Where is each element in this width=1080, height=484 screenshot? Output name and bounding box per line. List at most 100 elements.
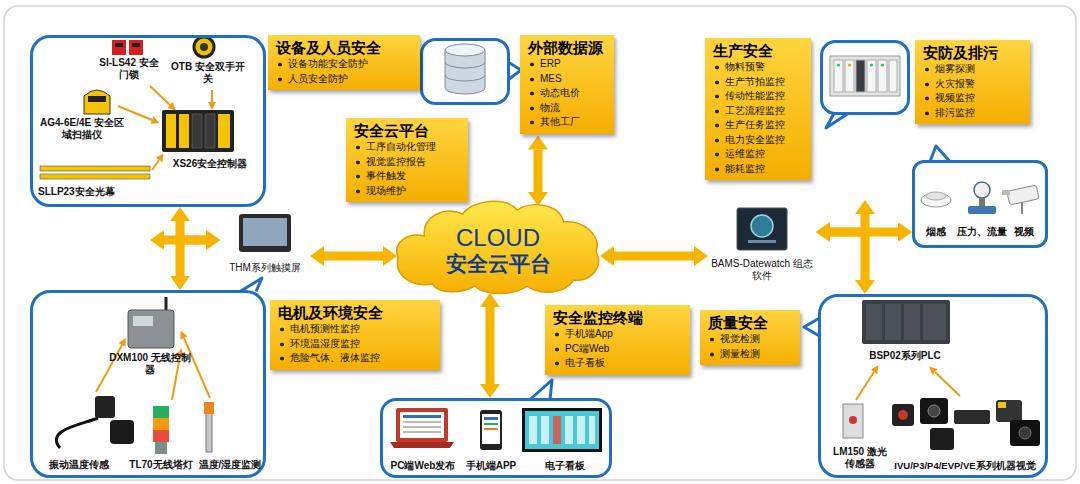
sensor-icons [968, 206, 996, 214]
callout-bubble: BSP02系列PLCLM150 激光传感器IVU/P3/P4/EVP/VE系列机… [818, 294, 1048, 478]
terminal-icons [484, 428, 498, 430]
terminal-icons [390, 408, 602, 452]
plc-callout [848, 63, 851, 66]
cloud-path [397, 201, 599, 293]
terminal-icons [400, 412, 444, 438]
wireless-devices [110, 420, 134, 444]
database-callout [422, 40, 509, 104]
box-heading: 设备及人员安全 [276, 39, 412, 57]
device-label: 视频 [1004, 226, 1044, 238]
plc-callout [822, 42, 909, 129]
quality-devices [923, 304, 946, 340]
category-box: 设备及人员安全设备功能安全防护人员安全防护 [268, 35, 420, 90]
quality-devices [930, 428, 954, 450]
callout-bubble: SI-LS42 安全门锁OTB 安全双手开关AG4-6E/4E 安全区域扫描仪X… [30, 35, 266, 207]
wireless-devices [206, 410, 212, 452]
quality-devices [843, 300, 1040, 450]
plc-callout [878, 60, 887, 92]
plc-callout [889, 60, 897, 92]
terminal-icons [553, 416, 561, 444]
terminal-icons [403, 426, 441, 428]
quality-devices [885, 304, 901, 340]
terminal-icons [403, 415, 441, 418]
terminal-icons [589, 416, 595, 444]
terminal-icons [529, 416, 537, 444]
wireless-devices [165, 297, 168, 310]
terminal-icons [484, 417, 498, 420]
touchscreen-icon [239, 214, 291, 252]
software-icon [737, 208, 787, 250]
database-callout [445, 50, 485, 94]
safety-devices [166, 114, 176, 148]
plc-callout [837, 63, 840, 66]
wireless-devices [56, 297, 214, 454]
bullet-text: PC端Web [553, 342, 682, 357]
box-heading: 外部数据源 [528, 39, 606, 57]
device-label: 手机端APP [462, 460, 520, 472]
bullet-text: 视觉检测 [708, 332, 792, 347]
box-heading: 质量安全 [708, 314, 792, 332]
category-box: 外部数据源ERPMES动态电价物流其他工厂 [520, 35, 614, 134]
safety-devices [200, 43, 208, 51]
terminal-icons [396, 408, 448, 442]
bullet-text: 手机端App [553, 327, 682, 342]
category-box: 质量安全视觉检测测量检测 [700, 310, 800, 365]
quality-devices [998, 402, 1006, 408]
device-label: IVU/P3/P4/EVP/VE系列机器视觉 [886, 460, 1044, 472]
wireless-devices [153, 430, 169, 442]
terminal-icons [565, 416, 573, 444]
safety-devices [40, 166, 150, 171]
safety-devices [88, 96, 106, 102]
device-label: LM150 激光传感器 [830, 446, 890, 470]
device-label: THM系列触摸屏 [222, 262, 308, 274]
terminal-icons [403, 431, 441, 433]
bullet-text: 视觉监控报告 [354, 155, 460, 170]
quality-devices [898, 410, 908, 420]
quality-devices [996, 400, 1022, 422]
bullet-text: 工序自动化管理 [354, 140, 460, 155]
bullet-text: 排污监控 [923, 106, 1022, 121]
terminal-icons [541, 416, 549, 444]
touchscreen-icon [239, 214, 291, 252]
safety-devices [179, 114, 189, 148]
callout-bubble: DXM100 无线控制器振动温度传感TL70无线塔灯温度/湿度监测 [30, 290, 266, 478]
cloud-shape: CLOUD安全云平台 [392, 196, 604, 296]
quality-devices [954, 410, 990, 424]
quality-devices [843, 404, 863, 438]
device-node: THM系列触摸屏 [222, 212, 308, 278]
quality-devices [920, 398, 948, 424]
device-label: XS26安全控制器 [158, 158, 262, 170]
category-box: 安全云平台工序自动化管理视觉监控报告事件触发现场维护 [346, 118, 468, 202]
safety-devices [40, 174, 150, 179]
software-icon [751, 215, 773, 237]
bullet-text: 动态电价 [528, 86, 606, 101]
bullet-text: 运维监控 [713, 147, 803, 162]
bullet-text: 能耗监控 [713, 162, 803, 177]
bullet-text: 烟雾探测 [923, 62, 1022, 77]
box-heading: 电机及环境安全 [278, 304, 432, 322]
bullet-text: 测量检测 [708, 347, 792, 362]
box-heading: 生产安全 [713, 42, 803, 60]
callout-bubble: 烟感压力、流量视频 [912, 160, 1048, 248]
plc-callout [826, 114, 848, 129]
callout-bubble: PC端Web发布手机端APP电子看板 [380, 398, 612, 478]
category-box: 电机及环境安全电机预测性监控环境温湿度监控危险气体、液体监控 [270, 300, 440, 370]
double-arrow [324, 252, 383, 261]
bullet-text: 生产节拍监控 [713, 75, 803, 90]
bullet-text: 火灾报警 [923, 77, 1022, 92]
bullet-text: 事件触发 [354, 169, 460, 184]
sensor-icons [974, 182, 990, 198]
cloud-text: 安全云平台 [446, 251, 551, 276]
plc-callout [830, 56, 900, 96]
wireless-devices [128, 310, 174, 348]
box-heading: 安全监控终端 [553, 309, 682, 327]
bullet-text: 设备功能安全防护 [276, 57, 412, 72]
device-label: 振动温度传感 [36, 459, 122, 471]
device-label: AG4-6E/4E 安全区域扫描仪 [36, 117, 128, 141]
safety-devices [40, 37, 234, 179]
safety-devices [162, 110, 234, 152]
safety-devices [192, 114, 202, 148]
bullet-text: 电机预测性监控 [278, 322, 432, 337]
quality-devices [1010, 420, 1040, 446]
